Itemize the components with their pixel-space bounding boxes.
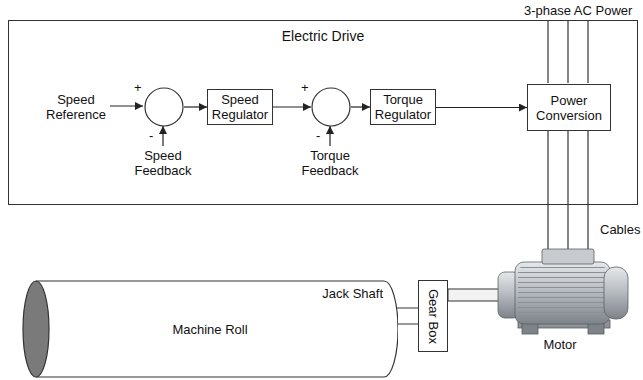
signal-label: Speed Feedback <box>128 148 198 178</box>
reference-arrow <box>110 105 143 106</box>
signal-arrow <box>273 106 311 107</box>
jack-shaft <box>395 308 418 324</box>
sign-mark: - <box>149 128 153 143</box>
gear-box: Gear Box <box>418 280 448 352</box>
signal-label: Speed Reference <box>44 92 108 122</box>
regulator-box: Speed Regulator <box>207 89 273 125</box>
edge-label: Jack Shaft <box>321 286 384 301</box>
group-title: Electric Drive <box>9 29 637 44</box>
box-label: Machine Roll <box>172 322 247 337</box>
summing-junction: +- <box>311 87 351 127</box>
signal-arrow <box>351 106 370 107</box>
sign-mark: - <box>316 128 320 143</box>
signal-arrow <box>436 107 527 108</box>
sign-mark: + <box>301 80 309 95</box>
feedback-arrow <box>329 126 330 146</box>
signal-label: Torque Feedback <box>293 148 367 178</box>
junction-circle <box>311 87 351 127</box>
motor-shaft <box>448 289 502 301</box>
power-conversion-box: Power Conversion <box>527 84 611 131</box>
summing-junction: +- <box>144 87 184 127</box>
motor-label: Motor <box>540 337 580 352</box>
motor-cables <box>548 130 588 249</box>
box-label: Speed Regulator <box>211 92 269 122</box>
box-label: Torque Regulator <box>374 92 432 122</box>
supply-wires <box>548 21 588 83</box>
regulator-box: Torque Regulator <box>370 89 436 125</box>
cable-label: Cables <box>600 222 640 237</box>
supply-label: 3-phase AC Power <box>524 3 632 18</box>
box-label: Power Conversion <box>531 93 607 123</box>
box-label: Gear Box <box>426 289 441 344</box>
motor-illustration <box>498 249 628 334</box>
feedback-arrow <box>162 126 163 146</box>
signal-arrow <box>184 106 207 107</box>
sign-mark: + <box>134 80 142 95</box>
junction-circle <box>144 87 184 127</box>
